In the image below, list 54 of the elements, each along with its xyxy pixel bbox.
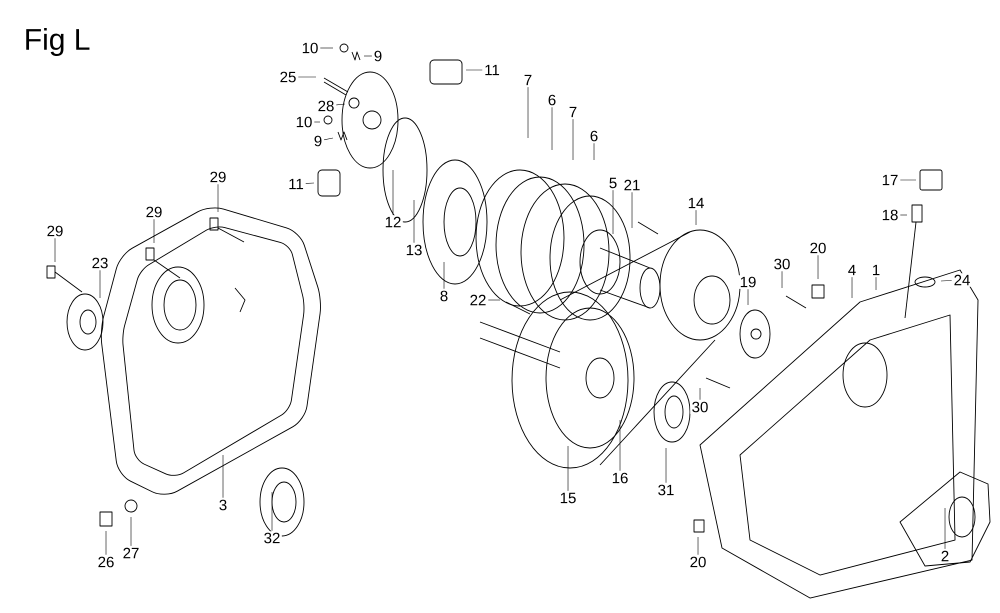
callout-number: 29 <box>144 205 164 219</box>
callout-number: 29 <box>208 170 228 184</box>
leader-line <box>612 190 614 234</box>
callout-number: 3 <box>217 498 229 512</box>
callout-number: 24 <box>952 273 972 287</box>
callout-number: 12 <box>383 215 403 229</box>
callout-number: 30 <box>690 400 710 414</box>
callout-number: 11 <box>482 63 502 77</box>
callout-number: 10 <box>294 115 314 129</box>
callout-number: 32 <box>262 531 282 545</box>
callout-number: 20 <box>688 555 708 569</box>
callout-number: 26 <box>96 555 116 569</box>
callout-number: 1 <box>870 263 882 277</box>
callout-number: 20 <box>808 241 828 255</box>
leader-line <box>572 118 574 160</box>
callout-number: 29 <box>45 224 65 238</box>
callout-number: 31 <box>656 483 676 497</box>
leader-line <box>324 138 334 140</box>
callout-number: 22 <box>468 293 488 307</box>
callout-number: 4 <box>846 263 858 277</box>
callout-number: 21 <box>622 178 642 192</box>
callout-number: 17 <box>880 173 900 187</box>
callout-number: 27 <box>121 546 141 560</box>
callout-number: 7 <box>567 105 579 119</box>
callout-number: 30 <box>772 257 792 271</box>
callout-number: 6 <box>546 93 558 107</box>
callout-number: 7 <box>522 73 534 87</box>
callout-number: 25 <box>278 70 298 84</box>
callout-number: 2 <box>939 549 951 563</box>
leader-line <box>900 214 908 216</box>
leader-line <box>305 182 314 184</box>
leader-line <box>940 280 952 282</box>
callout-number: 6 <box>588 129 600 143</box>
callout-number: 19 <box>738 275 758 289</box>
leader-line <box>54 238 56 262</box>
callout-number: 16 <box>610 471 630 485</box>
callout-number: 13 <box>404 243 424 257</box>
leader-line <box>336 104 346 106</box>
callout-number: 8 <box>438 289 450 303</box>
callout-number: 23 <box>90 256 110 270</box>
callout-number: 9 <box>312 134 324 148</box>
leader-line <box>392 170 394 216</box>
leader-line <box>298 76 316 78</box>
callout-number: 14 <box>686 196 706 210</box>
callout-number: 11 <box>286 177 306 191</box>
callout-number: 9 <box>372 49 384 63</box>
leader-line <box>130 516 132 546</box>
figure-title: Fig L <box>26 28 90 56</box>
callout-number: 5 <box>607 176 619 190</box>
callout-number: 10 <box>300 41 320 55</box>
callout-number: 15 <box>558 491 578 505</box>
leader-line <box>222 454 224 498</box>
callout-number: 28 <box>316 99 336 113</box>
callout-number: 18 <box>880 208 900 222</box>
